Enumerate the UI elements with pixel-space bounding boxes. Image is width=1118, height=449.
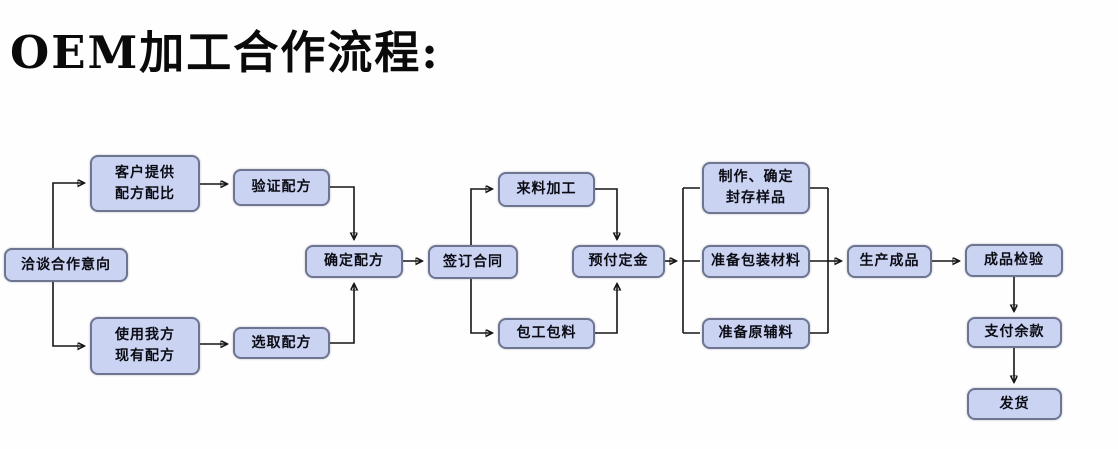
- edge-incoming-to-deposit: [595, 188, 617, 239]
- prep-group-right-bracket: [810, 187, 829, 334]
- node-labor-material: 包工包料: [498, 318, 595, 349]
- node-select-formula: 选取配方: [233, 327, 330, 359]
- node-pay-balance: 支付余款: [967, 317, 1062, 348]
- node-confirm-formula: 确定配方: [305, 245, 403, 278]
- node-packaging: 准备包装材料: [702, 245, 810, 278]
- node-our-formula: 使用我方 现有配方: [90, 317, 200, 375]
- node-inspection: 成品检验: [965, 244, 1063, 277]
- page-title: OEM加工合作流程:: [10, 26, 440, 79]
- edge-contract-to-labor: [470, 279, 492, 333]
- node-production: 生产成品: [847, 245, 932, 278]
- node-prepay-deposit: 预付定金: [572, 245, 665, 278]
- node-sealed-samples: 制作、确定 封存样品: [702, 162, 810, 214]
- node-raw-materials: 准备原辅料: [702, 318, 810, 349]
- node-ship-goods: 发货: [967, 388, 1062, 420]
- edge-verify-to-confirm: [330, 186, 354, 239]
- node-verify-formula: 验证配方: [233, 169, 330, 206]
- node-negotiate: 洽谈合作意向: [4, 248, 128, 282]
- edge-select-to-confirm: [330, 284, 354, 344]
- prep-group-left-bracket: [682, 187, 700, 334]
- node-incoming-material: 来料加工: [498, 172, 595, 207]
- edge-contract-to-incoming: [470, 189, 492, 245]
- edge-negotiate-to-our-formula: [52, 282, 84, 346]
- edge-labor-to-deposit: [595, 284, 617, 334]
- node-sign-contract: 签订合同: [428, 245, 518, 279]
- node-customer-formula: 客户提供 配方配比: [90, 155, 200, 212]
- edge-negotiate-to-customer-formula: [52, 183, 84, 248]
